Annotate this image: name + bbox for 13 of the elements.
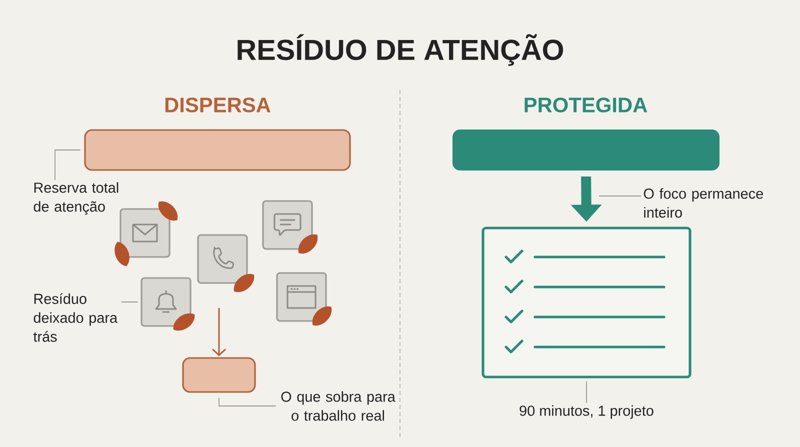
leader-line [586,380,587,404]
arrow [212,308,226,356]
rounded-box [182,357,256,393]
annotation-text: O que sobra para o trabalho real [281,391,396,421]
leader-line [54,150,81,180]
annotation-text: Reserva total de atenção [34,182,118,215]
annotation-text: O foco permanece inteiro [644,188,763,218]
leader-line [218,397,276,406]
title: RESÍDUO DE ATENÇÃO [238,34,564,66]
annotation-text: 90 minutos, 1 projeto [520,405,654,419]
rounded-bar [84,129,351,171]
annotation-text: Resíduo deixado para trás [33,293,118,342]
rounded-bar [452,130,720,170]
